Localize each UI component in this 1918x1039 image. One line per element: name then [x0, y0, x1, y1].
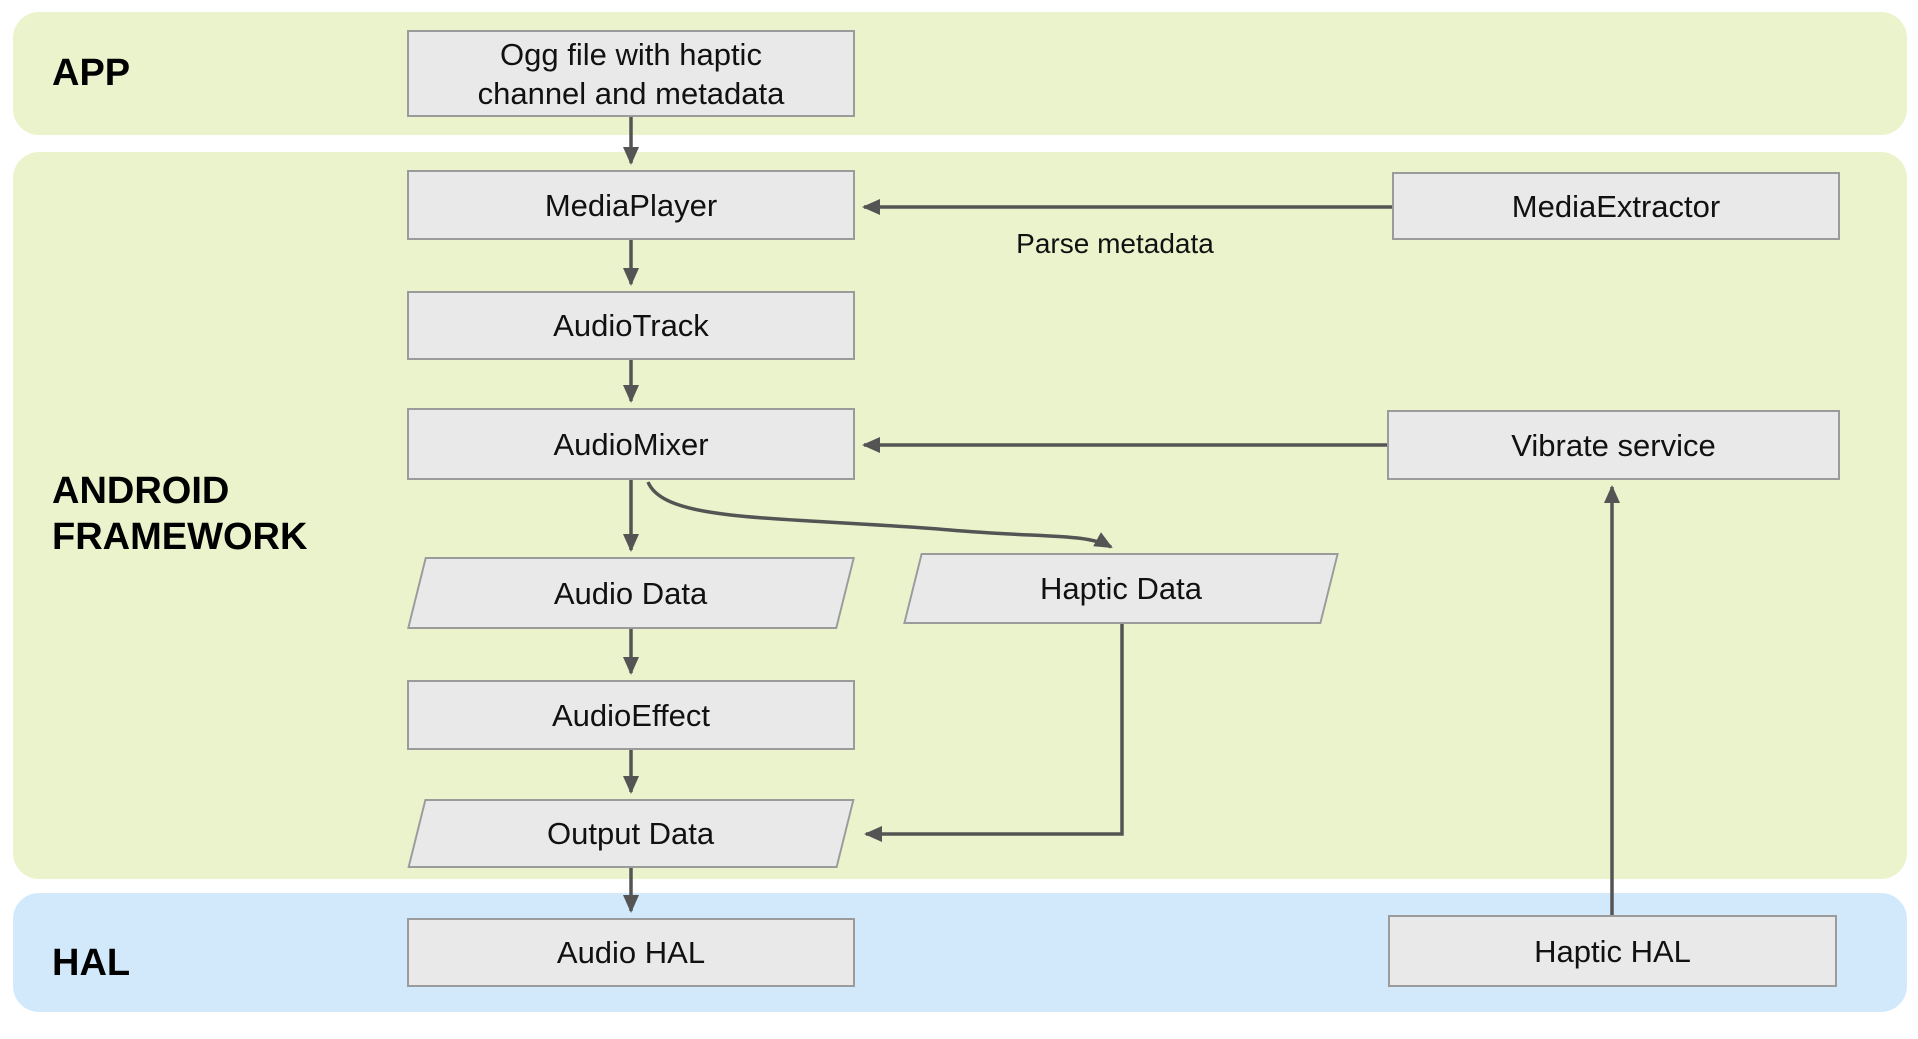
node-vibrate-service: Vibrate service [1387, 410, 1840, 480]
band-framework-label: ANDROID FRAMEWORK [52, 470, 308, 558]
node-haptic-hal: Haptic HAL [1388, 915, 1837, 987]
node-audiomixer: AudioMixer [407, 408, 855, 480]
edge-label-parse-metadata: Parse metadata [1016, 228, 1214, 259]
node-mediaextractor: MediaExtractor [1392, 172, 1840, 240]
node-audio-data: Audio Data [407, 557, 855, 629]
node-audiotrack: AudioTrack [407, 291, 855, 360]
node-audio-data-label: Audio Data [554, 575, 708, 611]
node-ogg-file: Ogg file with haptic channel and metadat… [407, 30, 855, 117]
node-output-data: Output Data [407, 799, 855, 868]
node-audio-hal: Audio HAL [407, 918, 855, 987]
band-hal-label: HAL [52, 942, 131, 984]
node-haptic-data: Haptic Data [903, 553, 1339, 624]
node-mediaplayer: MediaPlayer [407, 170, 855, 240]
node-haptic-data-label: Haptic Data [1040, 571, 1202, 606]
band-app-label: APP [52, 52, 131, 94]
band-app [13, 12, 1907, 135]
node-audioeffect: AudioEffect [407, 680, 855, 750]
node-output-data-label: Output Data [547, 816, 715, 851]
